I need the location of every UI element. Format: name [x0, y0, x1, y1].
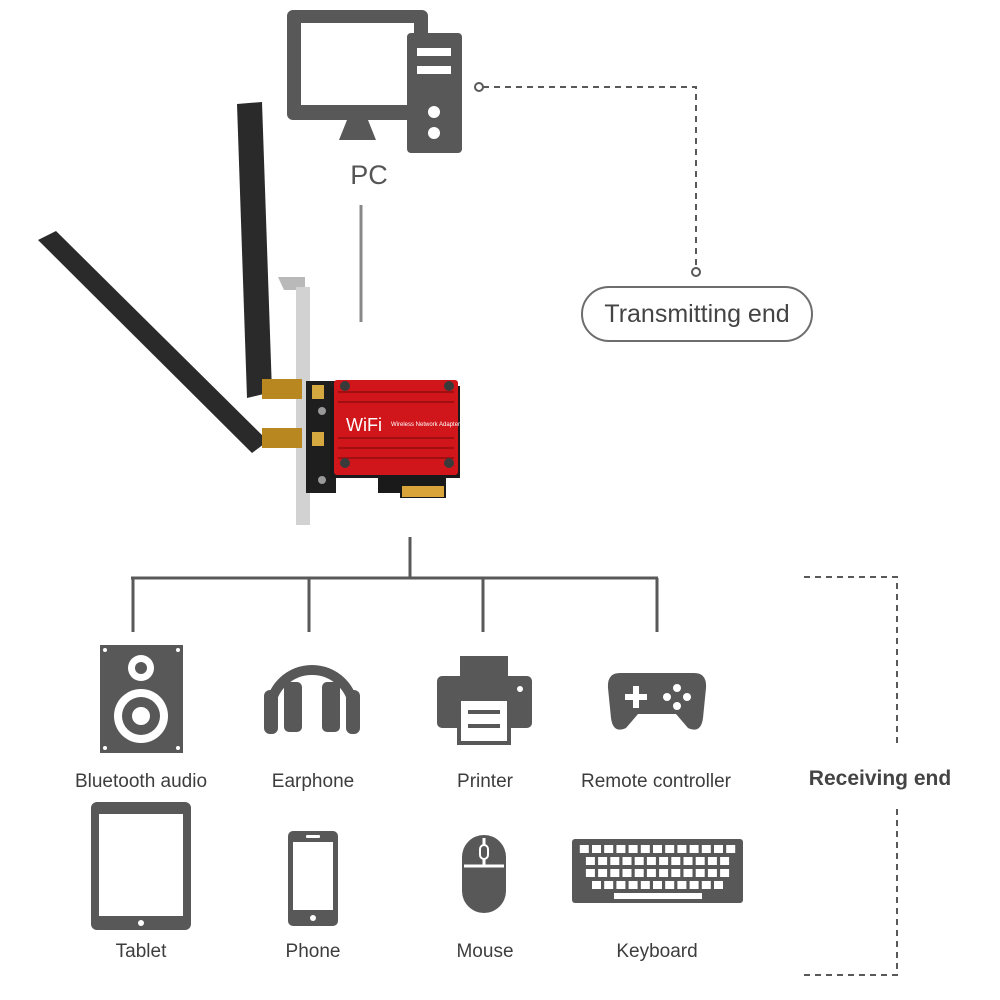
keyboard-key — [665, 845, 675, 853]
keyboard-key — [616, 881, 626, 889]
keyboard-key — [671, 857, 681, 865]
keyboard-key — [689, 845, 699, 853]
keyboard-key — [683, 857, 693, 865]
keyboard-key — [695, 857, 705, 865]
printer-icon — [437, 656, 532, 745]
keyboard-key — [714, 845, 723, 853]
keyboard-key — [610, 869, 620, 877]
keyboard-key — [720, 869, 730, 877]
keyboard-key — [653, 881, 662, 889]
keyboard-icon — [572, 839, 743, 903]
device-label-keyboard: Keyboard — [616, 941, 698, 962]
keyboard-key — [598, 857, 608, 865]
device-label-printer: Printer — [457, 771, 513, 792]
keyboard-key — [640, 845, 650, 853]
adapter-brand: WiFi — [346, 415, 382, 435]
keyboard-key — [707, 857, 717, 865]
keyboard-key — [726, 845, 736, 853]
keyboard-key — [714, 881, 723, 889]
device-tree-connector — [131, 537, 659, 632]
keyboard-key — [585, 869, 595, 877]
keyboard-key — [701, 881, 711, 889]
keyboard-key — [622, 857, 632, 865]
keyboard-key — [640, 881, 650, 889]
device-label-mouse: Mouse — [456, 941, 514, 962]
device-label-remote-controller: Remote controller — [581, 771, 731, 792]
keyboard-key — [592, 845, 601, 853]
transmitting-end-label: Transmitting end — [604, 299, 790, 328]
keyboard-key — [628, 845, 638, 853]
keyboard-key — [683, 869, 693, 877]
keyboard-key — [628, 881, 638, 889]
transmitting-end-pill: Transmitting end — [581, 286, 813, 342]
keyboard-key — [689, 881, 699, 889]
tablet-icon — [91, 802, 191, 930]
keyboard-key — [671, 869, 681, 877]
keyboard-key — [646, 857, 656, 865]
keyboard-key — [677, 845, 687, 853]
keyboard-key — [634, 869, 644, 877]
pc-label: PC — [350, 160, 388, 190]
keyboard-key — [653, 845, 662, 853]
keyboard-key — [634, 857, 644, 865]
keyboard-key — [592, 881, 601, 889]
keyboard-key — [701, 845, 711, 853]
transmit-connector — [474, 82, 701, 277]
keyboard-key — [579, 845, 589, 853]
headphones-icon — [264, 665, 360, 734]
keyboard-key — [677, 881, 687, 889]
device-label-earphone: Earphone — [271, 771, 355, 792]
keyboard-key — [665, 881, 675, 889]
receiving-end-label: Receiving end — [808, 767, 952, 790]
adapter-subtitle: Wireless Network Adapter — [391, 422, 460, 428]
phone-icon — [288, 831, 338, 926]
keyboard-key — [695, 869, 705, 877]
keyboard-key — [604, 881, 614, 889]
speaker-icon — [100, 645, 183, 753]
keyboard-key — [659, 869, 669, 877]
keyboard-key — [646, 869, 656, 877]
keyboard-key — [707, 869, 717, 877]
desktop-computer-icon — [287, 10, 462, 153]
receiving-bracket — [804, 576, 898, 976]
keyboard-key — [598, 869, 608, 877]
mouse-icon — [462, 835, 506, 913]
keyboard-key — [622, 869, 632, 877]
keyboard-key — [585, 857, 595, 865]
keyboard-key — [604, 845, 614, 853]
device-label-tablet: Tablet — [115, 941, 167, 962]
keyboard-key — [659, 857, 669, 865]
device-label-phone: Phone — [285, 941, 341, 962]
pcie-wifi-card-icon — [38, 102, 460, 525]
keyboard-key — [720, 857, 730, 865]
device-label-bluetooth-audio: Bluetooth audio — [74, 771, 208, 792]
keyboard-spacebar — [614, 893, 702, 899]
keyboard-key — [610, 857, 620, 865]
keyboard-key — [616, 845, 626, 853]
gamepad-icon — [607, 673, 707, 730]
